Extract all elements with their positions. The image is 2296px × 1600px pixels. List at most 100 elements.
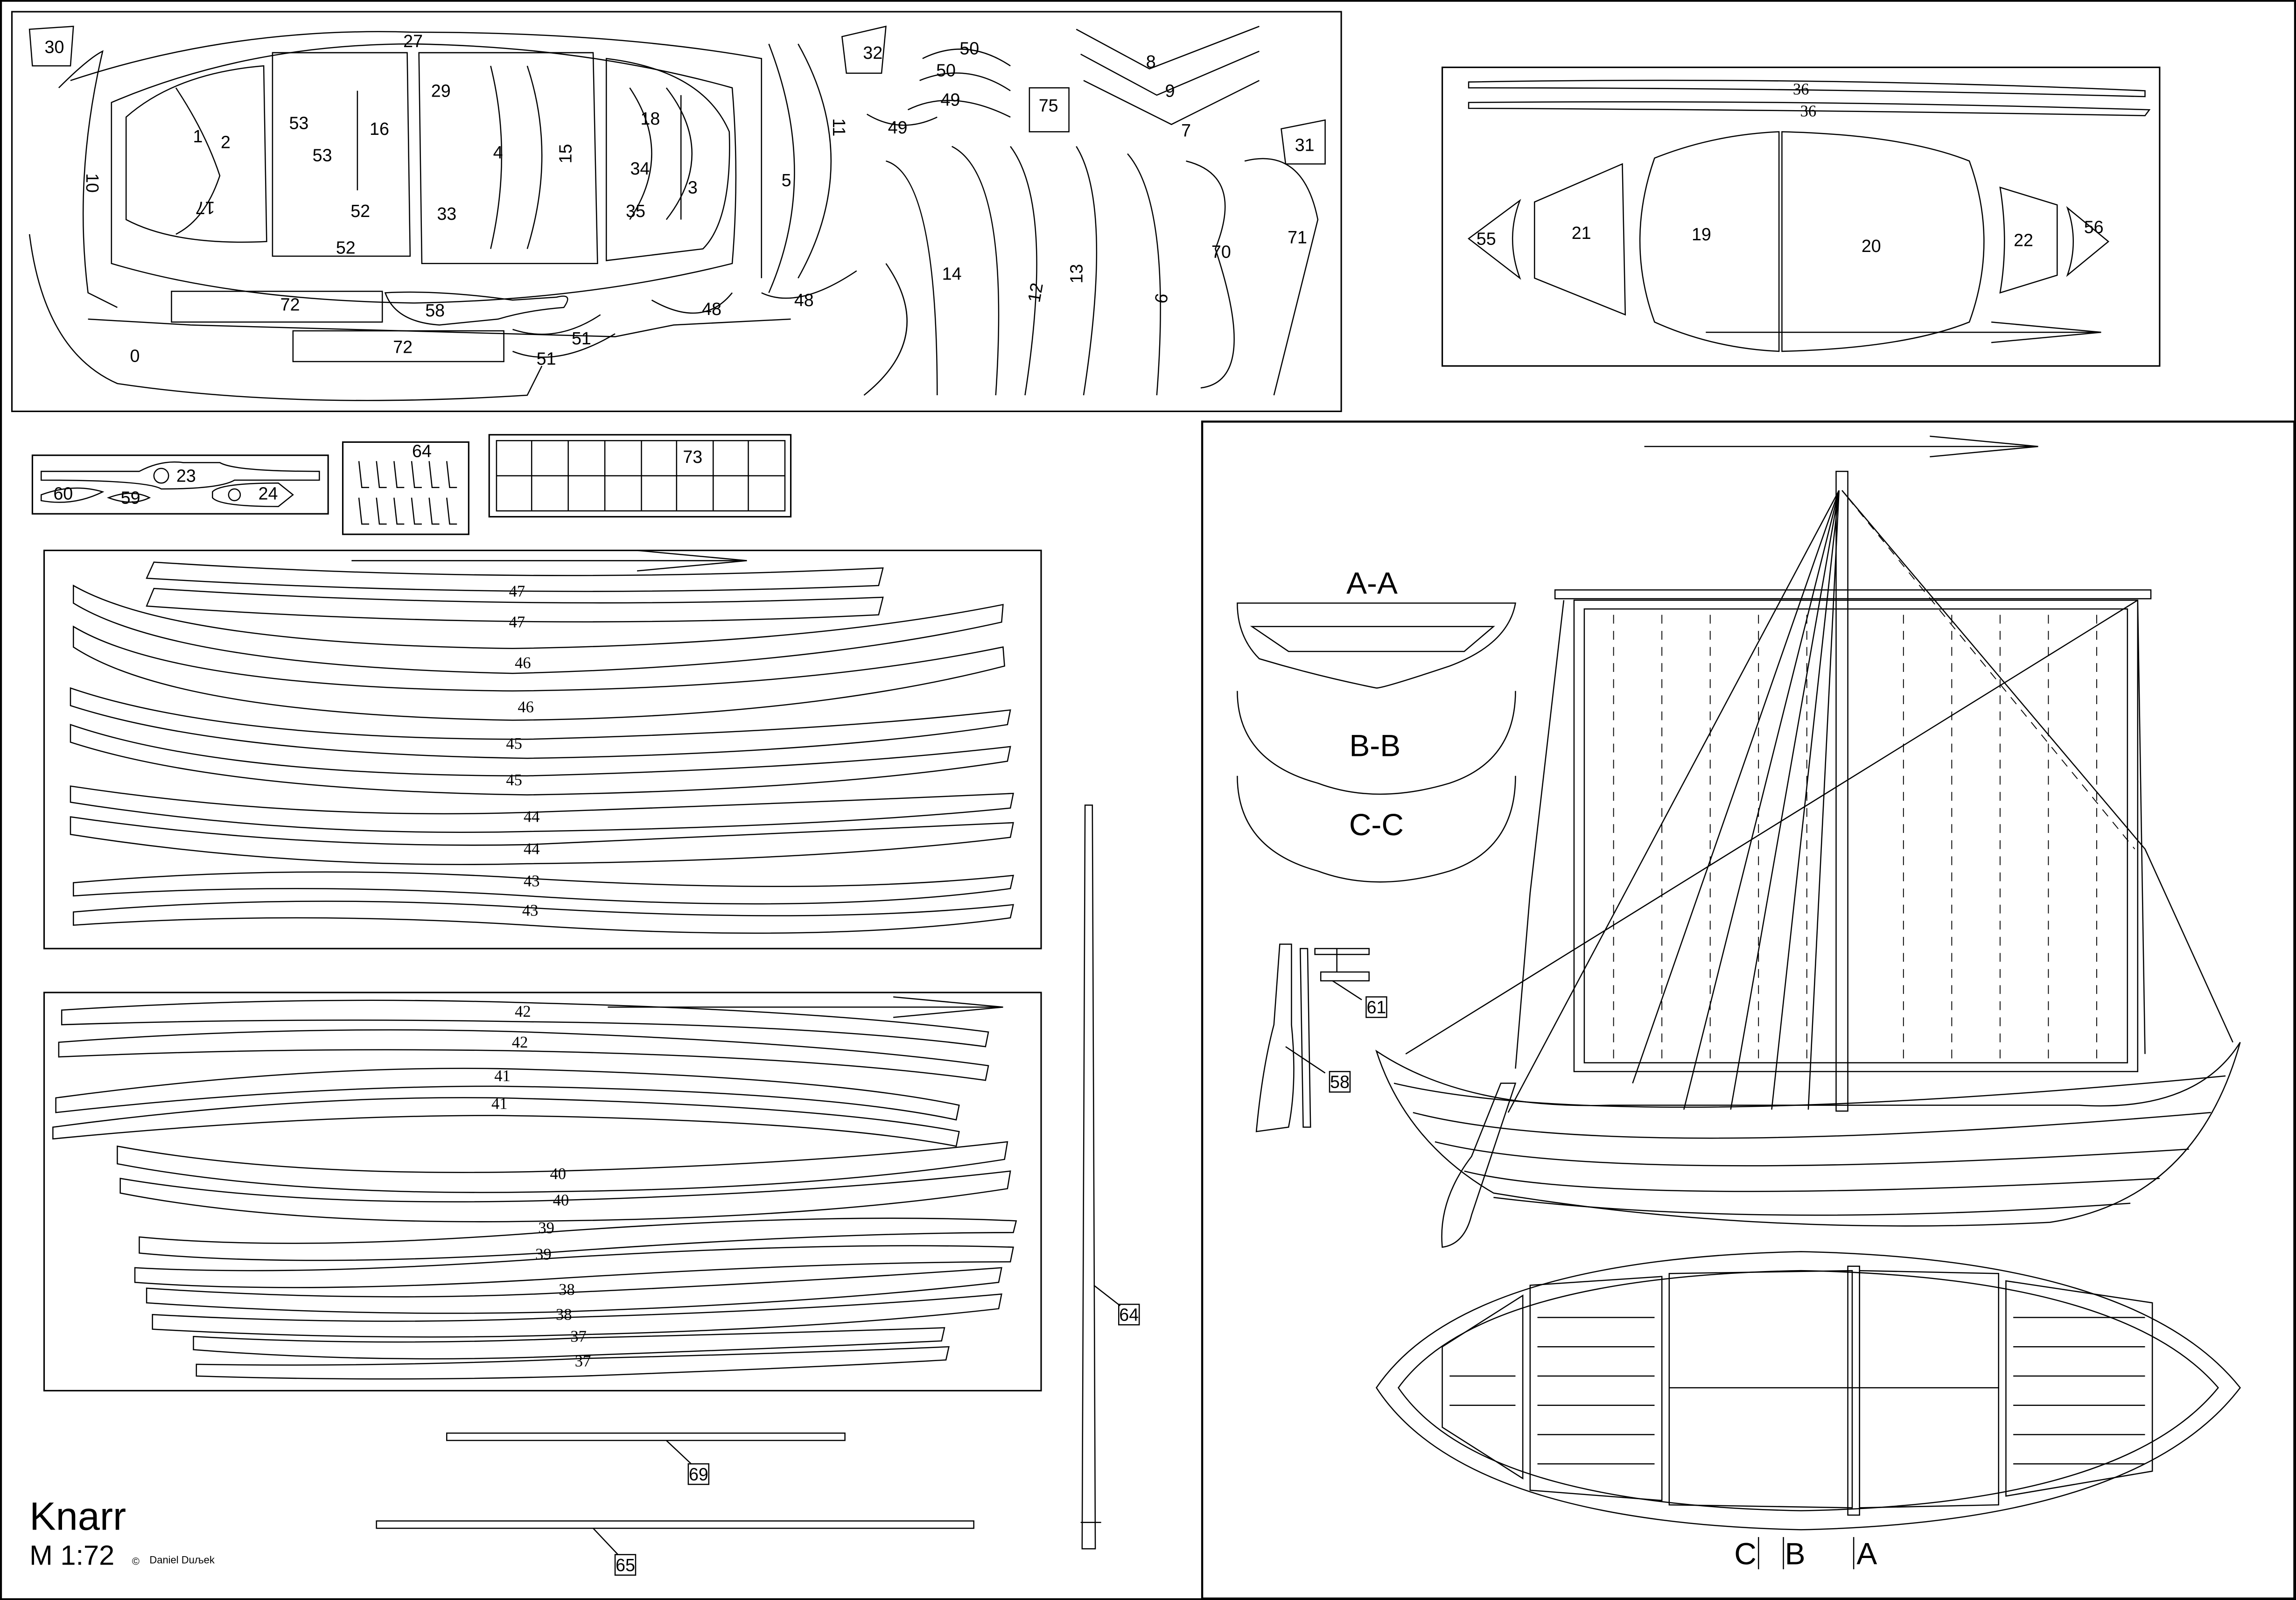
part-label: 72 xyxy=(280,295,300,314)
callout-box xyxy=(614,1554,637,1576)
frame-53-16 xyxy=(272,52,411,257)
section-marker: B xyxy=(1785,1536,1806,1571)
assembly-frame xyxy=(1201,420,2296,1600)
part-label: 32 xyxy=(863,43,882,63)
yard xyxy=(1554,589,2152,600)
strake-45 xyxy=(70,687,1011,759)
strake-label: 38 xyxy=(556,1306,572,1323)
part-label: 29 xyxy=(431,81,451,101)
part-19 xyxy=(1639,131,1780,352)
strake-38 xyxy=(152,1293,1002,1338)
side-view xyxy=(1375,470,2241,1248)
part-label: 1 xyxy=(193,126,203,146)
section-marker: A xyxy=(1856,1536,1877,1571)
section-c-c xyxy=(1237,776,1516,883)
part-label: 55 xyxy=(1477,229,1496,248)
strake-46 xyxy=(73,625,1005,721)
part-24-hole xyxy=(228,488,241,502)
part-label: 49 xyxy=(941,90,960,109)
callout-label: 69 xyxy=(689,1464,708,1484)
parts-49-50 xyxy=(866,49,1011,126)
mast-step xyxy=(1847,1265,1860,1516)
strake-41 xyxy=(55,1068,960,1121)
part-72-bottom xyxy=(292,330,504,363)
part-label: 8 xyxy=(1146,52,1156,71)
callout-leader xyxy=(593,1528,619,1555)
part-21 xyxy=(1533,163,1626,316)
strake-label: 43 xyxy=(522,901,539,919)
section-label: C-C xyxy=(1349,807,1404,842)
part-22 xyxy=(1999,186,2058,294)
part-label: 30 xyxy=(45,37,64,56)
part-label: 27 xyxy=(403,31,423,51)
strake-42 xyxy=(58,1029,989,1081)
strake-label: 47 xyxy=(509,583,525,601)
mast xyxy=(1835,470,1848,1112)
deck-sections xyxy=(1442,1270,2153,1509)
part-label: 56 xyxy=(2084,217,2104,237)
copyright-symbol: © xyxy=(132,1556,140,1567)
parts-60-59 xyxy=(40,487,151,503)
part-24 xyxy=(212,482,294,507)
part-label: 5 xyxy=(782,170,791,190)
part-27-inner xyxy=(111,43,737,304)
strake-41 xyxy=(52,1097,960,1147)
strake-40 xyxy=(119,1170,1011,1223)
callout-label: 64 xyxy=(1119,1305,1139,1324)
strake-label: 41 xyxy=(494,1067,511,1085)
strake-37 xyxy=(196,1346,950,1380)
strake-label: 46 xyxy=(518,698,534,716)
section-b-b xyxy=(1237,691,1516,795)
top-view: C B A xyxy=(1375,1251,2241,1571)
sheet-1-labels: 30 27 32 50 50 8 9 75 49 49 7 31 10 1 2 … xyxy=(45,31,1315,369)
grain-arrow xyxy=(1644,435,2038,458)
parts-30-32-31 xyxy=(28,25,1326,165)
part-label: 50 xyxy=(936,61,956,80)
part-label: 48 xyxy=(702,299,721,319)
part-73-cells xyxy=(496,440,785,511)
callout-box xyxy=(1365,996,1387,1018)
part-label: 19 xyxy=(1692,224,1711,244)
rudder-side xyxy=(1441,1083,1517,1248)
part-label: 70 xyxy=(1211,242,1231,262)
strake-47 xyxy=(146,587,884,622)
hull-strakes xyxy=(1393,1075,2226,1216)
frame-4-15 xyxy=(418,52,598,264)
spars: 69 65 64 xyxy=(376,804,1140,1576)
part-label: 18 xyxy=(640,109,660,128)
callout-leader xyxy=(665,1440,692,1465)
strake-38 xyxy=(146,1267,1002,1314)
part-label: 3 xyxy=(688,178,698,197)
strake-label: 37 xyxy=(575,1353,591,1370)
strake-39 xyxy=(134,1245,1014,1288)
grain-arrow xyxy=(351,550,747,572)
part-0 xyxy=(28,234,543,401)
part-label: 23 xyxy=(176,466,196,486)
part-18-curve xyxy=(629,87,693,220)
part-label: 52 xyxy=(336,238,356,257)
part-58 xyxy=(384,291,568,326)
part-label: 71 xyxy=(1288,227,1307,247)
parts-sheet-2: 36 36 55 21 19 20 22 56 xyxy=(1442,66,2161,367)
part-0-top xyxy=(88,318,791,337)
part-label: 9 xyxy=(1165,81,1175,101)
strake-label: 42 xyxy=(512,1034,528,1051)
part-label: 36 xyxy=(1800,102,1817,120)
part-label: 34 xyxy=(630,159,650,178)
part-label: 33 xyxy=(437,204,456,224)
part-23 xyxy=(40,461,320,490)
callout-box xyxy=(687,1463,710,1485)
part-label: 7 xyxy=(1181,120,1191,140)
part-label: 21 xyxy=(1572,223,1591,243)
parts-7-8-9 xyxy=(1076,26,1260,126)
parts-36 xyxy=(1468,79,2151,117)
callout-leader xyxy=(1285,1046,1326,1074)
part-label: 12 xyxy=(1024,281,1047,304)
part-56 xyxy=(2066,206,2110,277)
part-label: 60 xyxy=(53,483,73,503)
part-label: 2 xyxy=(221,132,231,152)
small-parts-frame-2 xyxy=(342,441,469,535)
rudder-detail: 61 58 xyxy=(1255,943,1387,1132)
strakes-sheet-a: 47 47 46 46 45 45 44 44 43 43 xyxy=(43,550,1042,950)
strake-label: 45 xyxy=(506,771,522,789)
